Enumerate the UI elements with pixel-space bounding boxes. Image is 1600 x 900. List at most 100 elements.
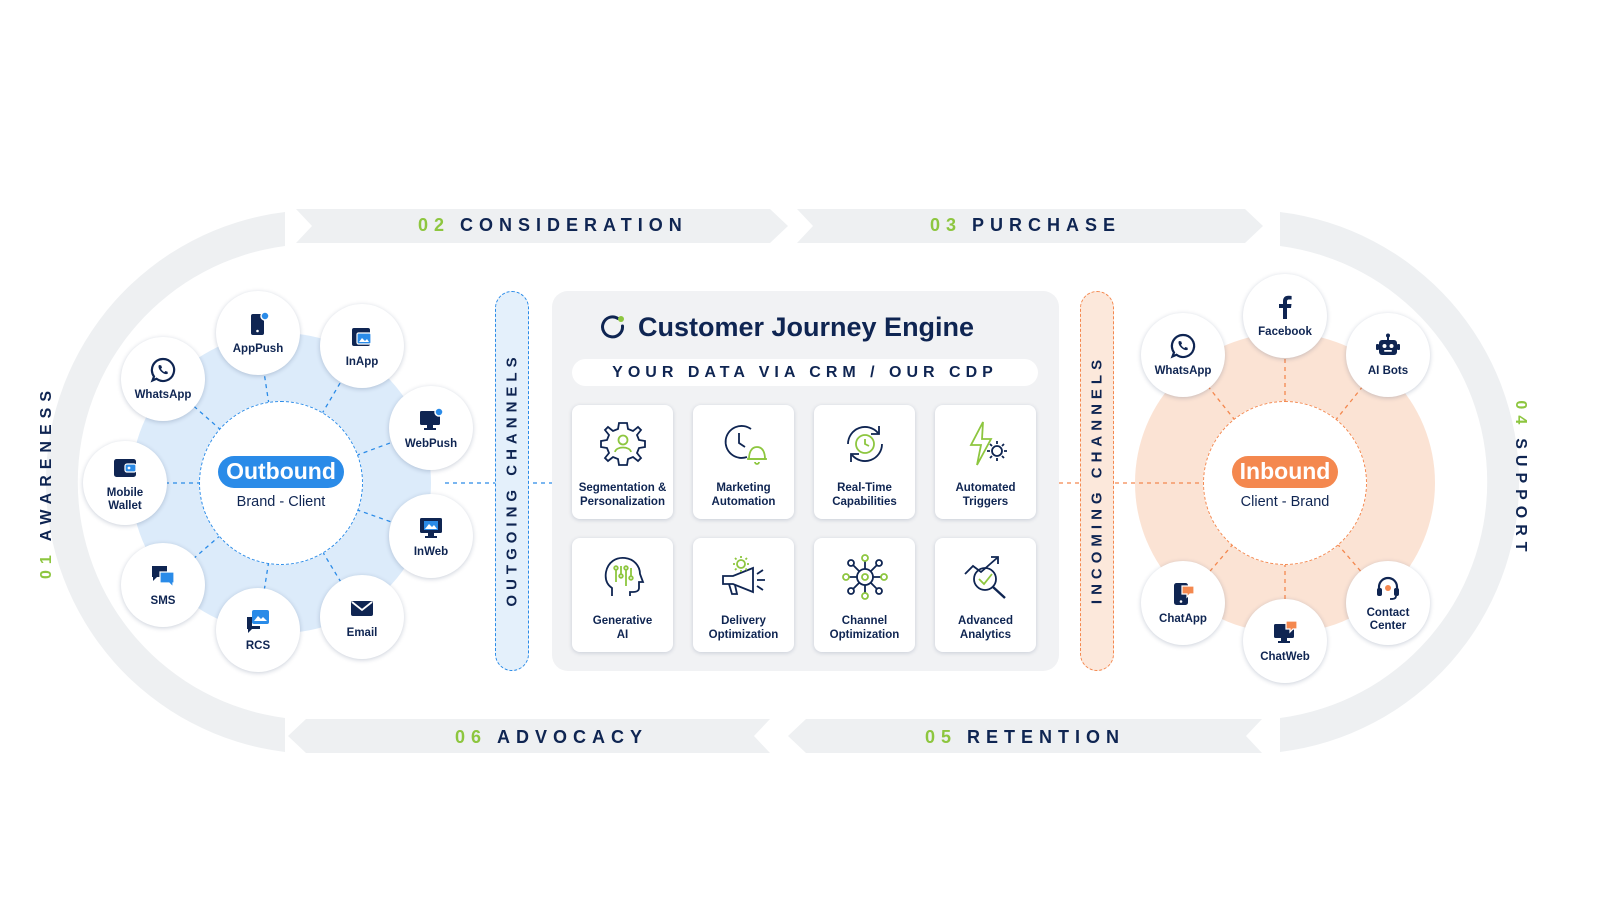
outbound-subtitle: Brand - Client	[236, 494, 326, 510]
stage-number: 05	[925, 727, 958, 747]
node-label: ChatWeb	[1260, 651, 1310, 663]
stage-retention: 05 RETENTION	[925, 727, 1125, 748]
node-sms[interactable]: SMS	[121, 543, 205, 627]
ai-head-icon	[604, 557, 644, 596]
card-automated-triggers[interactable]: Automated Triggers	[935, 405, 1036, 519]
wallet-icon	[114, 458, 137, 477]
node-inapp[interactable]: InApp	[320, 304, 404, 388]
stage-label-text: RETENTION	[967, 727, 1126, 747]
card-label: Generative AI	[592, 615, 653, 641]
arrow-retention	[788, 719, 1262, 753]
stage-number: 06	[455, 727, 488, 747]
stage-consideration: 02 CONSIDERATION	[418, 215, 688, 236]
right-loop-arc	[1280, 212, 1520, 752]
node-label: WebPush	[404, 438, 458, 450]
node-label: InWeb	[413, 546, 449, 558]
stage-number: 02	[418, 215, 451, 235]
arrow-purchase	[797, 209, 1263, 243]
card-generative-ai[interactable]: Generative AI	[572, 538, 673, 652]
sms-icon	[152, 566, 175, 589]
node-label: Mobile Wallet	[106, 486, 144, 512]
node-apppush[interactable]: AppPush	[216, 291, 300, 375]
node-label: Facebook	[1258, 326, 1312, 338]
stage-purchase: 03 PURCHASE	[930, 215, 1121, 236]
node-inweb[interactable]: InWeb	[389, 494, 473, 578]
node-facebook[interactable]: Facebook	[1243, 274, 1327, 358]
stage-label-text: AWARENESS	[38, 384, 55, 542]
node-ai-bots[interactable]: AI Bots	[1346, 313, 1430, 397]
node-label: Contact Center	[1366, 606, 1410, 632]
card-channel-optimization[interactable]: Channel Optimization	[814, 538, 915, 652]
outgoing-channels-label: OUTGOING CHANNELS	[503, 352, 521, 607]
whatsapp-icon	[1170, 333, 1196, 359]
stage-awareness: 01 AWARENESS	[38, 382, 56, 582]
card-label: Marketing Automation	[711, 482, 776, 508]
inbound-hub: Inbound Client - Brand	[1203, 401, 1367, 565]
web-push-icon	[420, 407, 444, 430]
megaphone-gear-icon	[721, 556, 765, 595]
stage-label-text: CONSIDERATION	[460, 215, 688, 235]
stage-number: 04	[1512, 400, 1529, 431]
node-chatapp[interactable]: ChatApp	[1141, 561, 1225, 645]
whatsapp-icon	[150, 357, 176, 383]
chat-web-icon	[1274, 620, 1298, 643]
node-label: AI Bots	[1367, 365, 1409, 377]
card-label: Channel Optimization	[829, 615, 900, 641]
arrow-consideration	[296, 209, 788, 243]
card-label: Automated Triggers	[955, 482, 1016, 508]
in-app-icon	[352, 328, 372, 346]
node-label: AppPush	[232, 343, 284, 355]
card-label: Advanced Analytics	[958, 615, 1013, 641]
refresh-clock-icon	[846, 426, 883, 462]
analytics-magnifier-icon	[963, 556, 1006, 599]
left-loop-arc	[45, 212, 286, 752]
incoming-channels-pill	[1080, 291, 1114, 671]
card-marketing-automation[interactable]: Marketing Automation	[693, 405, 794, 519]
node-rcs[interactable]: RCS	[216, 588, 300, 672]
stage-label-text: ADVOCACY	[497, 727, 649, 747]
facebook-icon	[1279, 295, 1292, 319]
stage-label-text: PURCHASE	[972, 215, 1122, 235]
card-segmentation[interactable]: Segmentation & Personalization	[572, 405, 673, 519]
node-webpush[interactable]: WebPush	[389, 386, 473, 470]
headset-icon	[1377, 576, 1399, 600]
node-mobile-wallet[interactable]: Mobile Wallet	[83, 441, 167, 525]
stage-label-text: SUPPORT	[1512, 438, 1529, 558]
in-web-icon	[420, 518, 442, 538]
node-label: ChatApp	[1159, 613, 1207, 625]
network-hub-icon	[841, 554, 888, 600]
card-real-time[interactable]: Real-Time Capabilities	[814, 405, 915, 519]
inbound-title: Inbound	[1231, 456, 1339, 488]
node-label: RCS	[245, 640, 271, 652]
card-label: Real-Time Capabilities	[832, 482, 897, 508]
node-label: Email	[346, 627, 378, 639]
node-email[interactable]: Email	[320, 575, 404, 659]
stage-advocacy: 06 ADVOCACY	[455, 727, 648, 748]
robot-icon	[1376, 333, 1400, 355]
node-chatweb[interactable]: ChatWeb	[1243, 599, 1327, 683]
card-delivery-optimization[interactable]: Delivery Optimization	[693, 538, 794, 652]
gear-person-icon	[599, 422, 646, 466]
email-icon	[351, 601, 373, 616]
node-whatsapp-inbound[interactable]: WhatsApp	[1141, 313, 1225, 397]
stage-number: 01	[38, 549, 55, 580]
outbound-hub: Outbound Brand - Client	[199, 401, 363, 565]
outbound-title: Outbound	[218, 456, 344, 488]
engine-subtitle: YOUR DATA VIA CRM / OUR CDP	[572, 359, 1038, 386]
node-whatsapp-outbound[interactable]: WhatsApp	[121, 337, 205, 421]
node-contact-center[interactable]: Contact Center	[1346, 561, 1430, 645]
node-label: WhatsApp	[134, 389, 192, 401]
engine-logo-icon	[601, 315, 625, 339]
mobile-push-icon	[251, 311, 270, 335]
incoming-channels-label: INCOMING CHANNELS	[1088, 354, 1106, 605]
chat-app-icon	[1174, 583, 1195, 605]
card-label: Delivery Optimization	[708, 615, 779, 641]
stage-support: 04SUPPORT	[1511, 379, 1529, 579]
bolt-gear-icon	[969, 421, 1007, 466]
node-label: InApp	[345, 356, 379, 368]
engine-title: Customer Journey Engine	[638, 312, 975, 342]
outgoing-channels-pill	[495, 291, 529, 671]
arrow-advocacy	[288, 719, 770, 753]
stage-number: 03	[930, 215, 963, 235]
card-advanced-analytics[interactable]: Advanced Analytics	[935, 538, 1036, 652]
